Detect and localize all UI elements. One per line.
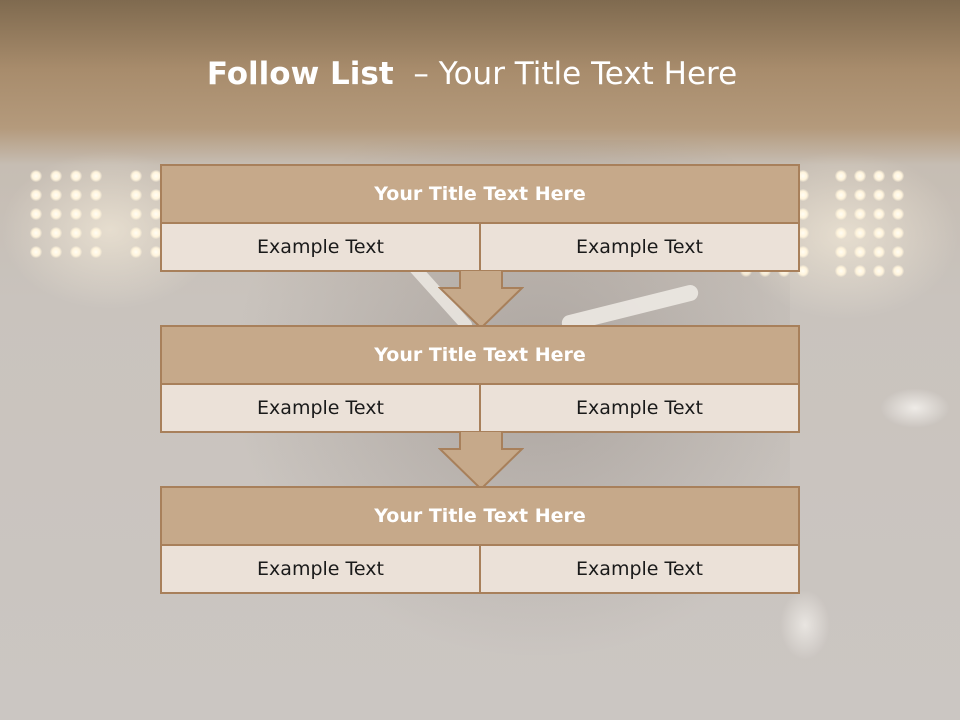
stadium-light	[892, 189, 904, 201]
step-cell-left: Example Text	[162, 224, 481, 270]
step-cell-right: Example Text	[576, 236, 703, 258]
step-block-3: Your Title Text Here Example Text Exampl…	[160, 486, 800, 594]
stadium-light	[130, 208, 142, 220]
stadium-light	[892, 227, 904, 239]
stadium-light	[130, 170, 142, 182]
stadium-light	[873, 227, 885, 239]
stadium-light	[150, 170, 162, 182]
stadium-light	[70, 208, 82, 220]
stadium-light	[797, 208, 809, 220]
stadium-light	[892, 170, 904, 182]
stadium-light	[50, 227, 62, 239]
step-cell-right: Example Text	[576, 397, 703, 419]
stadium-light	[130, 246, 142, 258]
stadium-light	[873, 170, 885, 182]
stadium-light	[835, 189, 847, 201]
stadium-light	[70, 189, 82, 201]
stadium-light	[854, 170, 866, 182]
stadium-light	[130, 227, 142, 239]
stadium-light	[835, 265, 847, 277]
stadium-light	[90, 208, 102, 220]
title-sub: Your Title Text Here	[438, 56, 738, 92]
stadium-light	[30, 189, 42, 201]
step-heading: Your Title Text Here	[162, 488, 798, 546]
stadium-light	[30, 227, 42, 239]
stadium-light	[873, 208, 885, 220]
step-cell-right: Example Text	[576, 558, 703, 580]
stadium-light	[854, 189, 866, 201]
stadium-light	[873, 189, 885, 201]
stadium-light	[90, 170, 102, 182]
down-arrow-icon	[438, 270, 524, 330]
stadium-light	[873, 265, 885, 277]
stadium-light	[30, 170, 42, 182]
step-heading: Your Title Text Here	[162, 327, 798, 385]
stadium-light	[854, 227, 866, 239]
down-arrow-icon	[438, 431, 524, 491]
stadium-light	[90, 246, 102, 258]
step-cell-left: Example Text	[162, 546, 481, 592]
stadium-light	[854, 246, 866, 258]
stadium-light	[50, 208, 62, 220]
step-row: Example Text Example Text	[162, 385, 798, 431]
stadium-light	[150, 227, 162, 239]
title-main: Follow List	[206, 56, 394, 92]
stadium-light	[150, 246, 162, 258]
stadium-light	[854, 265, 866, 277]
step-row: Example Text Example Text	[162, 224, 798, 270]
stadium-light	[150, 208, 162, 220]
stadium-light	[892, 265, 904, 277]
stadium-light	[70, 227, 82, 239]
stadium-light	[130, 189, 142, 201]
stadium-light	[30, 246, 42, 258]
stadium-light	[797, 189, 809, 201]
background-glove-shape	[880, 388, 950, 428]
stadium-light	[892, 208, 904, 220]
step-cell-left: Example Text	[162, 385, 481, 431]
stadium-light	[835, 208, 847, 220]
stadium-light	[854, 208, 866, 220]
stadium-light	[835, 170, 847, 182]
stadium-light	[50, 170, 62, 182]
stadium-light	[797, 246, 809, 258]
stadium-light	[835, 227, 847, 239]
step-block-1: Your Title Text Here Example Text Exampl…	[160, 164, 800, 272]
slide-title: Follow List – Your Title Text Here	[0, 56, 944, 92]
stadium-light	[797, 227, 809, 239]
stadium-light	[90, 189, 102, 201]
stadium-light	[50, 246, 62, 258]
background-shoe-shape	[780, 590, 830, 660]
stadium-light	[797, 170, 809, 182]
stadium-light	[835, 246, 847, 258]
stadium-light	[873, 246, 885, 258]
stadium-light	[30, 208, 42, 220]
stadium-light	[797, 265, 809, 277]
stadium-light	[90, 227, 102, 239]
stadium-light	[150, 189, 162, 201]
step-heading: Your Title Text Here	[162, 166, 798, 224]
stadium-light	[70, 246, 82, 258]
step-block-2: Your Title Text Here Example Text Exampl…	[160, 325, 800, 433]
stadium-light	[50, 189, 62, 201]
title-separator: –	[413, 56, 429, 92]
step-row: Example Text Example Text	[162, 546, 798, 592]
stadium-light	[892, 246, 904, 258]
stadium-light	[70, 170, 82, 182]
